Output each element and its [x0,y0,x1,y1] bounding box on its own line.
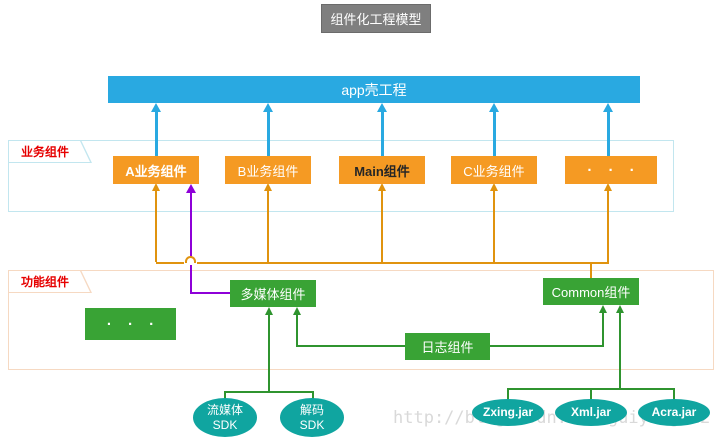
connector-bar-to-zxing [507,388,509,400]
arrowhead-dots-to-appshell-icon [603,103,613,112]
connector-log-to-multimedia-horizontal [297,345,405,347]
connector-bus-to-main [381,190,383,262]
box-b-business: B业务组件 [225,156,311,184]
decode-sdk-line1: 解码 [299,402,324,417]
arrowhead-bus-to-main-icon [378,183,386,191]
arrowhead-b-to-appshell-icon [263,103,273,112]
dependency-bus-line [156,262,609,264]
arrowhead-log-to-common-icon [599,305,607,313]
functional-components-section [8,270,714,370]
app-shell-bar: app壳工程 [108,76,640,103]
arrowhead-sdktree-to-multimedia-icon [265,307,273,315]
box-business-dots: · · · [565,156,657,184]
connector-sdktree-to-multimedia [268,314,270,392]
arrowhead-main-to-appshell-icon [377,103,387,112]
box-log: 日志组件 [405,333,490,360]
node-zxing-jar: Zxing.jar [472,399,544,426]
functional-section-tab-face [9,271,90,292]
arrowhead-bus-to-b-icon [264,183,272,191]
connector-bar-to-xml [590,388,592,400]
connector-bus-to-a [155,190,157,262]
box-functional-dots: · · · [85,308,176,340]
connector-main-to-appshell [381,110,384,156]
node-decode-sdk: 解码 SDK [280,398,344,437]
bus-hop-arc-icon [185,256,196,263]
streaming-sdk-line2: SDK [212,417,238,432]
connector-log-to-common-horizontal [490,345,604,347]
connector-c-to-appshell [493,110,496,156]
node-streaming-sdk: 流媒体 SDK [193,398,257,437]
functional-section-tab: 功能组件 [8,270,92,293]
functional-section-label: 功能组件 [21,275,70,289]
arrowhead-bus-to-c-icon [490,183,498,191]
sdk-tree-bar [224,391,314,393]
arrowhead-log-to-multimedia-icon [293,307,301,315]
business-section-tab-face [9,141,90,162]
connector-bus-to-dots [607,190,609,262]
business-section-tab: 业务组件 [8,140,92,163]
box-multimedia: 多媒体组件 [230,280,316,307]
connector-bar-to-acra [673,388,675,400]
box-common: Common组件 [543,278,639,305]
arrowhead-multimedia-to-a-icon [186,184,196,193]
arrowhead-bus-to-a-icon [152,183,160,191]
decode-sdk-line2: SDK [299,417,325,432]
connector-b-to-appshell [267,110,270,156]
box-main: Main组件 [339,156,425,184]
streaming-sdk-line1: 流媒体 [206,402,243,417]
node-xml-jar: Xml.jar [555,399,627,426]
connector-jartree-to-common [619,312,621,389]
connector-common-to-bus [590,262,592,278]
arrowhead-c-to-appshell-icon [489,103,499,112]
arrowhead-bus-to-dots-icon [604,183,612,191]
box-a-business: A业务组件 [113,156,199,184]
connector-dots-to-appshell [607,110,610,156]
business-components-section [8,140,674,212]
connector-bar-to-decode-sdk [312,391,314,400]
connector-a-to-appshell [155,110,158,156]
connector-bus-to-b [267,190,269,262]
node-acra-jar: Acra.jar [638,399,710,426]
connector-multimedia-to-a-horizontal [190,292,230,294]
connector-bus-to-c [493,190,495,262]
connector-multimedia-to-a-vertical [190,192,192,293]
business-section-label: 业务组件 [21,145,70,159]
connector-log-to-common-vertical [602,312,604,347]
diagram-title: 组件化工程模型 [321,4,431,33]
box-c-business: C业务组件 [451,156,537,184]
connector-bar-to-streaming-sdk [224,391,226,400]
arrowhead-jartree-to-common-icon [616,305,624,313]
arrowhead-a-to-appshell-icon [151,103,161,112]
connector-log-to-multimedia-vertical [296,314,298,347]
